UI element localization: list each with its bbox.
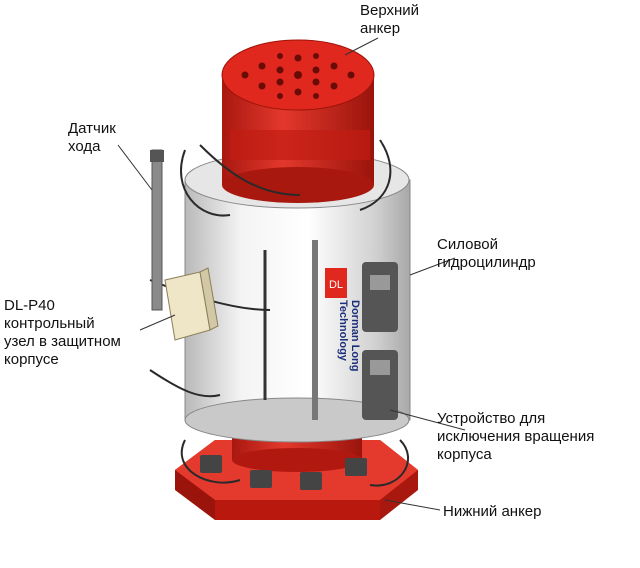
label-bottom-anchor: Нижний анкер <box>443 503 542 520</box>
label-stroke-sensor: Датчик хода <box>68 120 116 155</box>
control-unit-box <box>164 267 219 341</box>
label-top-anchor: Верхний анкер <box>360 2 420 37</box>
leader-lines <box>117 37 466 511</box>
brand-line-1: Dorman Long <box>349 300 361 372</box>
label-anti-rotation: Устройство для исключения вращения корпу… <box>437 410 595 463</box>
brand-line-2: Technology <box>337 300 349 362</box>
top-anchor <box>221 39 375 203</box>
label-control-unit: DL-P40 контрольный узел в защитном корпу… <box>4 297 121 368</box>
logo-text: DL <box>329 279 343 291</box>
label-power-cylinder: Силовой гидроцилиндр <box>437 236 536 271</box>
stroke-sensor <box>150 149 164 311</box>
brand-logo: DL Dorman Long Technology <box>325 268 361 372</box>
hydraulic-cables <box>149 139 410 487</box>
